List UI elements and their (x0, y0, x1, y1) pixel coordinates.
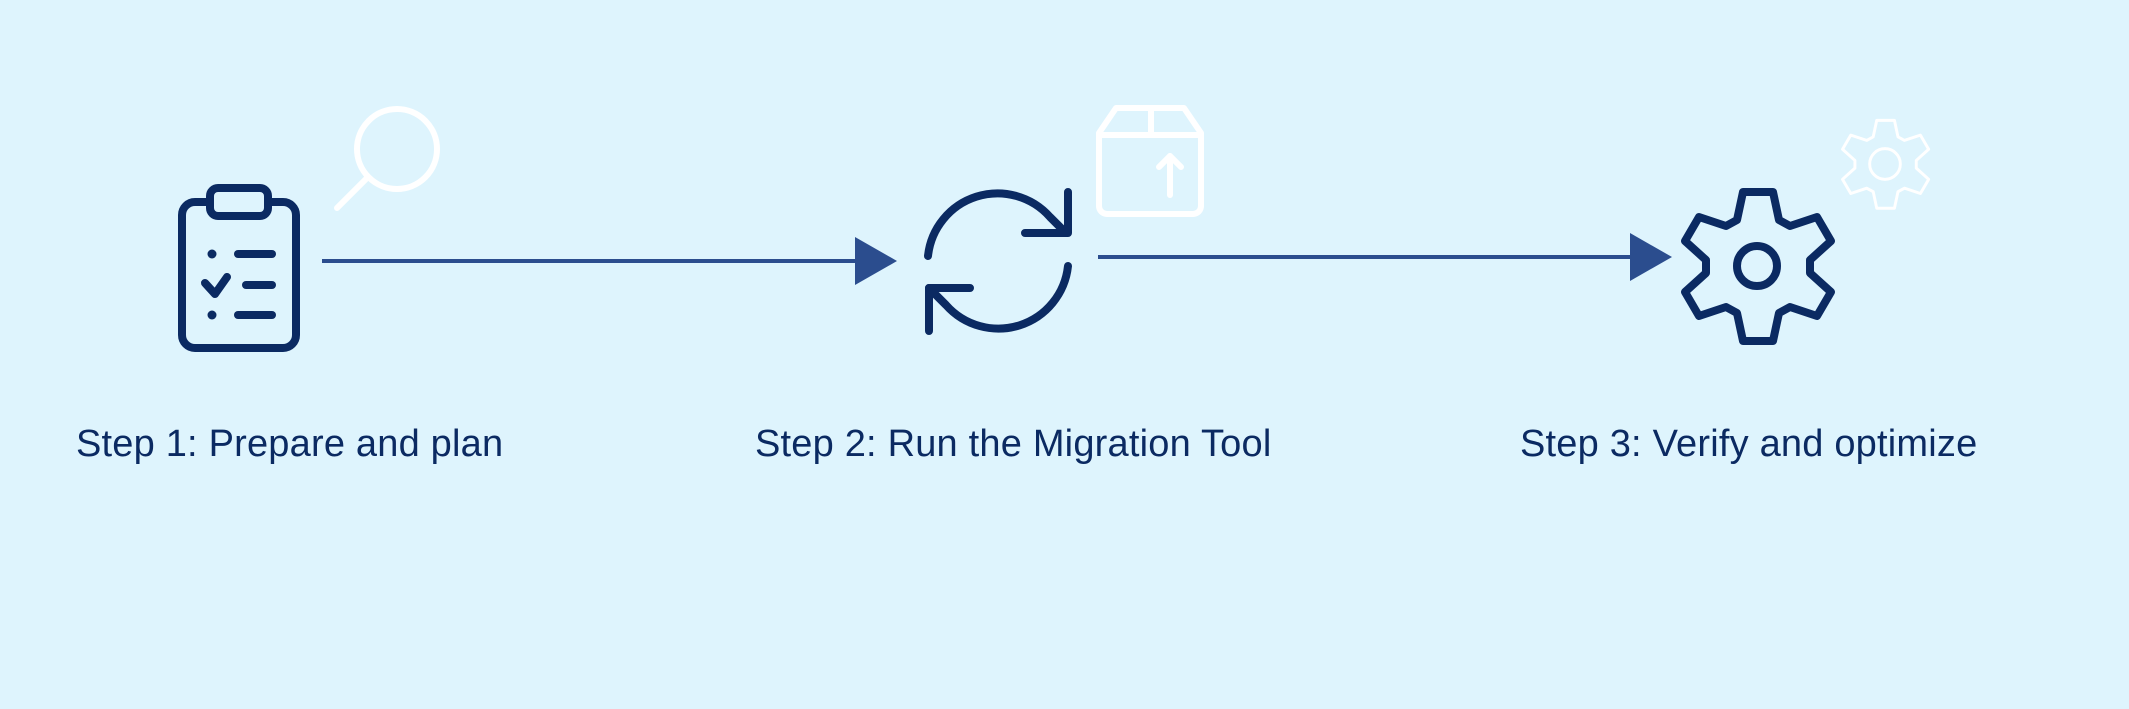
magnifier-icon (334, 106, 440, 211)
gear-icon (1681, 188, 1835, 345)
connector-arrow-2 (1098, 233, 1672, 281)
box-upload-icon (1096, 105, 1204, 217)
clipboard-checklist-icon (178, 184, 300, 352)
step-1-label: Step 1: Prepare and plan (76, 423, 504, 465)
connector-arrow-1 (322, 237, 897, 285)
step-2-label: Step 2: Run the Migration Tool (755, 423, 1272, 465)
step-3-label: Step 3: Verify and optimize (1520, 423, 1978, 465)
small-gear-icon (1841, 118, 1931, 210)
sync-arrows-icon (924, 188, 1072, 335)
